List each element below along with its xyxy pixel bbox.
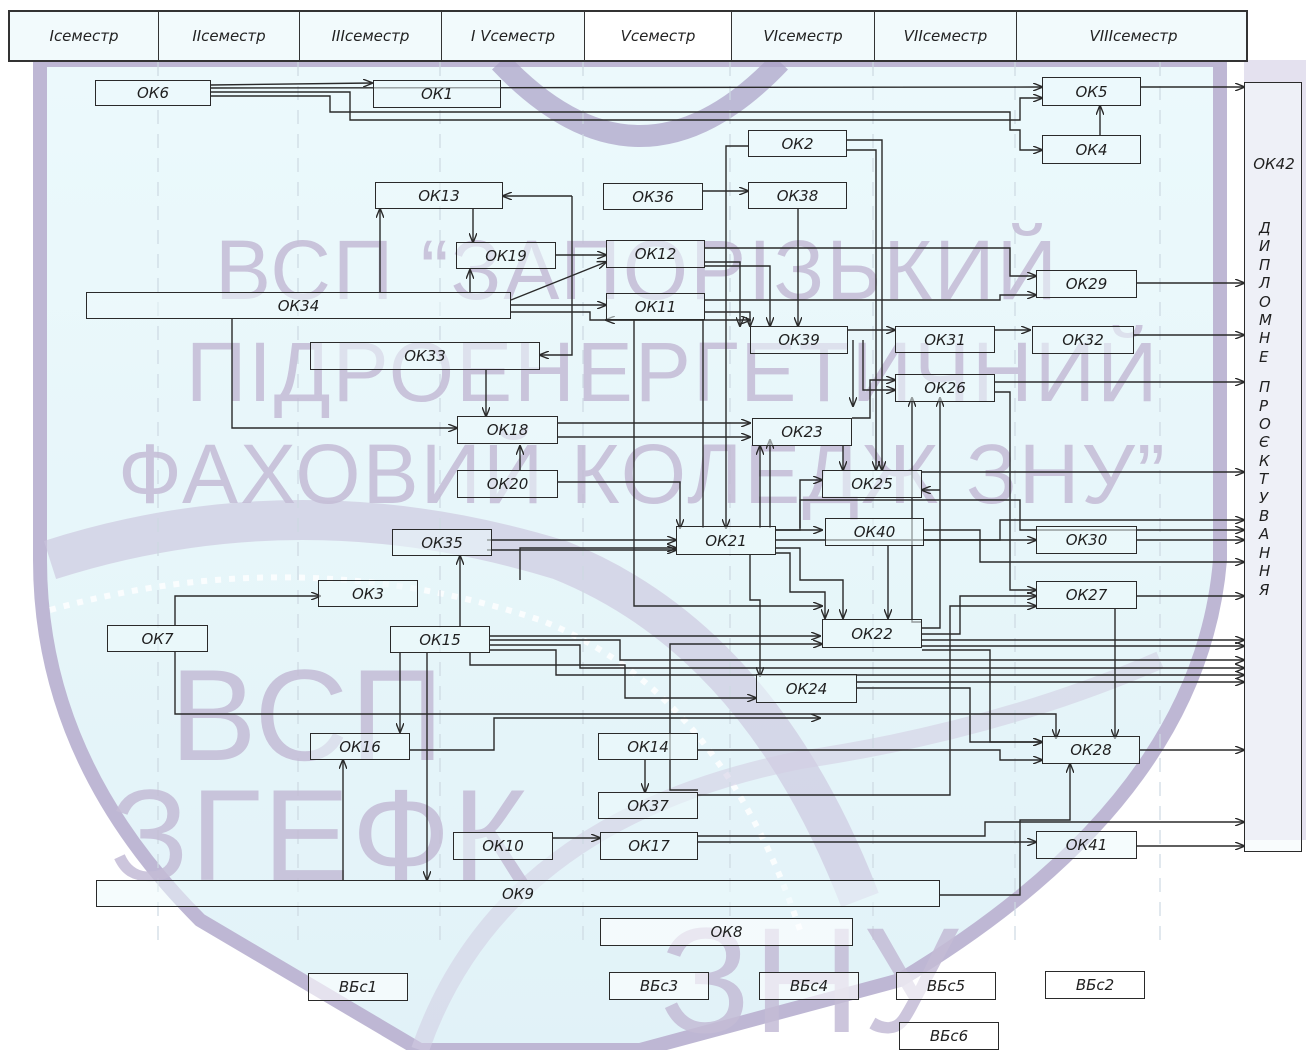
- diploma-letter: П: [1259, 255, 1271, 274]
- semester-5: Vсеместр: [585, 12, 732, 60]
- course-ok14[interactable]: ОК14: [598, 733, 698, 760]
- diploma-letter: У: [1259, 488, 1269, 507]
- diploma-letter: О: [1259, 292, 1271, 311]
- course-ok2[interactable]: ОК2: [748, 130, 847, 157]
- course-ok29[interactable]: ОК29: [1036, 270, 1137, 298]
- watermark-line-3: ФАХОВИЙ КОЛЕДЖ ЗНУ”: [118, 427, 1167, 521]
- course-ok27[interactable]: ОК27: [1036, 581, 1137, 609]
- course-ok21[interactable]: ОК21: [676, 526, 776, 555]
- course-ok8[interactable]: ОК8: [600, 918, 853, 946]
- diploma-letter: Н: [1259, 562, 1271, 581]
- course-ok38[interactable]: ОК38: [748, 182, 847, 209]
- diploma-letter: Е: [1259, 347, 1269, 366]
- course-ok34[interactable]: ОК34: [86, 292, 511, 319]
- course-ok15[interactable]: ОК15: [390, 626, 490, 653]
- course-ok6[interactable]: ОК6: [95, 80, 211, 106]
- semester-7: VІІсеместр: [875, 12, 1017, 60]
- course-ok19[interactable]: ОК19: [456, 242, 556, 269]
- semester-8: VІІІсеместр: [1089, 27, 1178, 45]
- course-ok17[interactable]: ОК17: [600, 832, 698, 860]
- ok42-label: ОК42: [1253, 155, 1295, 173]
- elective-vbs3[interactable]: ВБс3: [609, 972, 709, 1000]
- course-ok32[interactable]: ОК32: [1032, 326, 1134, 354]
- diploma-letter: М: [1259, 311, 1272, 329]
- course-ok24[interactable]: ОК24: [756, 674, 857, 703]
- course-ok18[interactable]: ОК18: [457, 416, 558, 444]
- course-ok7[interactable]: ОК7: [107, 625, 208, 652]
- course-ok23[interactable]: ОК23: [752, 418, 852, 446]
- diploma-letter: А: [1259, 525, 1270, 544]
- course-ok16[interactable]: ОК16: [310, 733, 410, 760]
- semester-header: Ісеместр ІІсеместр ІІІсеместр І Vсеместр…: [8, 10, 1248, 62]
- course-ok10[interactable]: ОК10: [453, 832, 553, 860]
- diploma-letter: Т: [1259, 470, 1269, 489]
- diploma-letter: Є: [1259, 433, 1270, 452]
- course-ok20[interactable]: ОК20: [457, 470, 558, 498]
- course-ok3[interactable]: ОК3: [318, 580, 418, 607]
- diploma-letter: О: [1259, 415, 1271, 433]
- course-ok22[interactable]: ОК22: [822, 619, 922, 648]
- course-ok30[interactable]: ОК30: [1036, 526, 1137, 554]
- course-ok1[interactable]: ОК1: [373, 80, 501, 108]
- semester-1: Ісеместр: [10, 12, 159, 60]
- course-ok9[interactable]: ОК9: [96, 880, 940, 907]
- course-ok26[interactable]: ОК26: [895, 374, 995, 402]
- course-ok39[interactable]: ОК39: [750, 326, 848, 354]
- diploma-letter: Р: [1259, 396, 1269, 415]
- course-ok40[interactable]: ОК40: [825, 518, 924, 546]
- diploma-letter: В: [1259, 507, 1270, 525]
- diploma-letter: П: [1259, 378, 1271, 397]
- diploma-letter: Н: [1259, 329, 1271, 348]
- course-ok12[interactable]: ОК12: [606, 240, 705, 268]
- diploma-letter: Л: [1259, 274, 1271, 293]
- diploma-letter: Н: [1259, 543, 1271, 562]
- course-ok4[interactable]: ОК4: [1042, 135, 1141, 164]
- semester-gridlines: [157, 62, 1161, 945]
- diploma-letter: Д: [1259, 219, 1271, 237]
- course-ok41[interactable]: ОК41: [1036, 831, 1137, 859]
- elective-vbs5[interactable]: ВБс5: [896, 972, 996, 1000]
- course-ok35[interactable]: ОК35: [392, 529, 492, 556]
- diploma-letter: Я: [1259, 580, 1270, 599]
- semester-3: ІІІсеместр: [300, 12, 442, 60]
- diploma-letter: К: [1259, 451, 1270, 470]
- semester-6: VІсеместр: [732, 12, 875, 60]
- course-ok5[interactable]: ОК5: [1042, 77, 1141, 106]
- course-ok25[interactable]: ОК25: [822, 470, 922, 498]
- course-ok13[interactable]: ОК13: [375, 182, 503, 209]
- course-ok37[interactable]: ОК37: [598, 792, 698, 819]
- course-ok31[interactable]: ОК31: [895, 326, 995, 353]
- course-ok11[interactable]: ОК11: [606, 293, 705, 320]
- elective-vbs4[interactable]: ВБс4: [759, 972, 859, 1000]
- diploma-letter: И: [1259, 237, 1271, 256]
- course-ok33[interactable]: ОК33: [310, 342, 540, 370]
- course-ok28[interactable]: ОК28: [1042, 736, 1140, 764]
- elective-vbs1[interactable]: ВБс1: [308, 973, 408, 1001]
- semester-4: І Vсеместр: [442, 12, 585, 60]
- elective-vbs6[interactable]: ВБс6: [899, 1022, 999, 1050]
- course-ok36[interactable]: ОК36: [603, 183, 703, 210]
- elective-vbs2[interactable]: ВБс2: [1045, 971, 1145, 999]
- semester-2: ІІсеместр: [159, 12, 300, 60]
